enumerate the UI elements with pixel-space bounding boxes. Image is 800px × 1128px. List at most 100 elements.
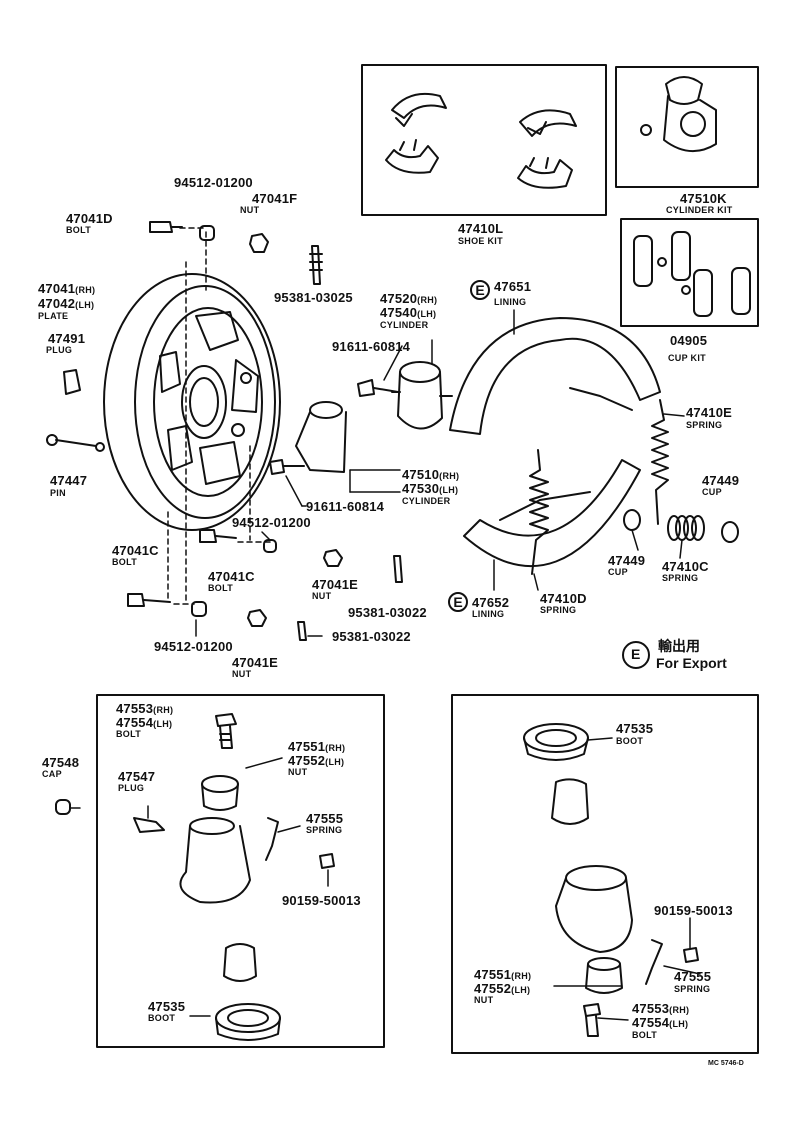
cylinder-kit-parts bbox=[640, 76, 717, 152]
plug-name: PLUG bbox=[46, 345, 73, 355]
dr-nut-part-no-rh: 47551(RH) bbox=[474, 967, 532, 982]
shoe-web-lower bbox=[499, 491, 591, 521]
bolt-top-part-no: 91611-60814 bbox=[332, 339, 411, 354]
detail-right-box bbox=[451, 694, 759, 1054]
bolt-47041c-a bbox=[199, 529, 237, 543]
nut-e2-name: NUT bbox=[232, 669, 252, 679]
dr-screw-part-no: 90159-50013 bbox=[654, 903, 733, 918]
washer-top-part-no: 94512-01200 bbox=[174, 175, 253, 190]
shoe-kit-box bbox=[361, 64, 607, 216]
cyl-lower-part-no-lh: 47530(LH) bbox=[402, 481, 459, 496]
lining-lower-part-no: 47652 bbox=[472, 595, 510, 610]
wheel-cylinder-upper bbox=[357, 361, 453, 430]
cup-47449-right bbox=[721, 521, 739, 543]
washer-94512-top bbox=[199, 225, 215, 241]
backing-plate bbox=[103, 273, 281, 531]
cyl-lower-part-no-rh: 47510(RH) bbox=[402, 467, 460, 482]
cylinder-kit-box bbox=[615, 66, 759, 188]
plug-47491 bbox=[63, 369, 81, 395]
spring-47410d bbox=[529, 449, 549, 575]
dl-screw-part-no: 90159-50013 bbox=[282, 893, 361, 908]
plate-part-no-lh: 47042(LH) bbox=[38, 296, 95, 311]
detail-left-parts bbox=[55, 713, 335, 1041]
dl-plug-part-no: 47547 bbox=[118, 769, 156, 784]
dr-bolt-part-no-lh: 47554(LH) bbox=[632, 1015, 689, 1030]
leader-lines bbox=[69, 309, 701, 1021]
dr-nut-name: NUT bbox=[474, 995, 494, 1005]
dr-bolt-name: BOLT bbox=[632, 1030, 658, 1040]
detail-right-parts bbox=[523, 723, 699, 1037]
cup-47449-left bbox=[623, 509, 641, 531]
cup-kit-parts bbox=[633, 231, 751, 317]
plug-part-no: 47491 bbox=[48, 331, 86, 346]
nut-47041e-a bbox=[323, 549, 343, 567]
brake-shoe-upper bbox=[449, 317, 661, 435]
export-legend-mark: E bbox=[631, 646, 641, 662]
cylinder-kit-name: CYLINDER KIT bbox=[666, 205, 733, 215]
dl-bolt-part-no-lh: 47554(LH) bbox=[116, 715, 173, 730]
dl-spring-part-no: 47555 bbox=[306, 811, 344, 826]
dl-bolt-part-no-rh: 47553(RH) bbox=[116, 701, 174, 716]
dr-nut-part-no-lh: 47552(LH) bbox=[474, 981, 531, 996]
dl-nut-part-no-lh: 47552(LH) bbox=[288, 753, 345, 768]
export-mark-lining-lower: E bbox=[448, 592, 468, 612]
plate-name: PLATE bbox=[38, 311, 69, 321]
shoe-web-upper bbox=[569, 387, 633, 411]
spring-d-name: SPRING bbox=[540, 605, 577, 615]
cup-kit-part-no: 04905 bbox=[670, 333, 708, 348]
bolt-47041c-b bbox=[127, 593, 171, 607]
cyl-upper-part-no-lh: 47540(LH) bbox=[380, 305, 437, 320]
nut-e2-part-no: 47041E bbox=[232, 655, 279, 670]
nut-e-name: NUT bbox=[312, 591, 332, 601]
export-mark-circle bbox=[622, 641, 650, 669]
spring-47410c bbox=[667, 515, 705, 541]
shoe-kit-name: SHOE KIT bbox=[458, 236, 503, 246]
nut-f-name: NUT bbox=[240, 205, 260, 215]
dl-nut-name: NUT bbox=[288, 767, 308, 777]
spring-e-part-no: 47410E bbox=[686, 405, 733, 420]
spring-e-name: SPRING bbox=[686, 420, 723, 430]
cyl-upper-part-no-rh: 47520(RH) bbox=[380, 291, 438, 306]
shoe-kit-part-no: 47410L bbox=[458, 221, 504, 236]
lining-upper-part-no: 47651 bbox=[494, 279, 532, 294]
dl-bolt-name: BOLT bbox=[116, 729, 142, 739]
bolt-c-part-no: 47041C bbox=[112, 543, 159, 558]
bolt-c2-part-no: 47041C bbox=[208, 569, 255, 584]
drawing-code: MC 5746-D bbox=[708, 1060, 744, 1067]
cup-kit-box bbox=[620, 218, 759, 327]
screw-a-part-no: 95381-03022 bbox=[348, 605, 427, 620]
dl-nut-part-no-rh: 47551(RH) bbox=[288, 739, 346, 754]
export-legend-jp: 輸出用 bbox=[658, 639, 700, 655]
screw-95381-03025-part-no: 95381-03025 bbox=[274, 290, 353, 305]
dl-cap-part-no: 47548 bbox=[42, 755, 80, 770]
assembly-lines bbox=[167, 227, 271, 605]
pin-47447 bbox=[46, 434, 105, 452]
screw-b-part-no: 95381-03022 bbox=[332, 629, 411, 644]
export-mark-lining-upper: E bbox=[470, 280, 490, 300]
dl-spring-name: SPRING bbox=[306, 825, 343, 835]
nut-47041e-b bbox=[247, 609, 267, 627]
screw-95381-03022-a bbox=[393, 555, 403, 583]
cup-kit-name: CUP KIT bbox=[668, 353, 706, 363]
spring-47410e bbox=[651, 399, 669, 525]
detail-left-box bbox=[96, 694, 385, 1048]
lining-lower-name: LINING bbox=[472, 609, 505, 619]
washer-94512-bottom bbox=[191, 601, 207, 617]
nut-e-part-no: 47041E bbox=[312, 577, 359, 592]
bolt-d-part-no: 47041D bbox=[66, 211, 113, 226]
brake-shoe-lower bbox=[463, 459, 641, 568]
shoe-kit-shoes bbox=[385, 92, 577, 189]
wheel-cylinder-lower bbox=[269, 401, 347, 475]
dr-boot-name: BOOT bbox=[616, 736, 644, 746]
cylinder-kit-part-no: 47510K bbox=[680, 191, 727, 206]
dl-boot-name: BOOT bbox=[148, 1013, 176, 1023]
dr-bolt-part-no-rh: 47553(RH) bbox=[632, 1001, 690, 1016]
nut-f-part-no: 47041F bbox=[252, 191, 298, 206]
screw-95381-03025 bbox=[309, 245, 323, 285]
dl-cap-name: CAP bbox=[42, 769, 62, 779]
nut-47041f bbox=[249, 233, 269, 253]
dl-plug-name: PLUG bbox=[118, 783, 145, 793]
pin-name: PIN bbox=[50, 488, 66, 498]
bolt-47041d bbox=[149, 221, 183, 233]
